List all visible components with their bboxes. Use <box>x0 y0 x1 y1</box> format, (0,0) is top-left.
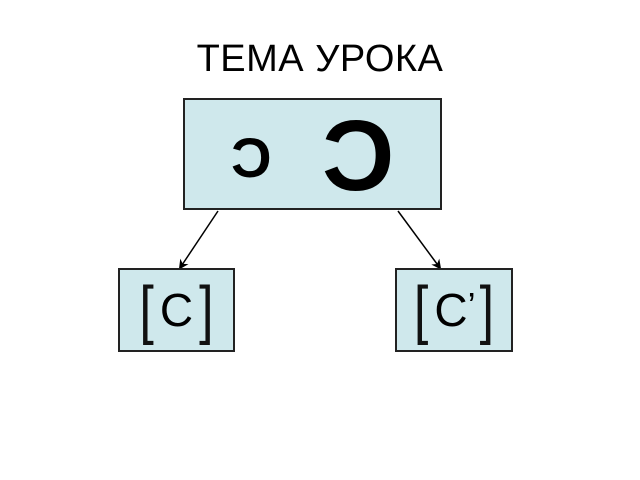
slide-title: ТЕМА УРОКА <box>196 38 444 80</box>
soft-sound-transcription: [ С ’ ] <box>397 270 511 350</box>
open-bracket: [ <box>139 273 154 347</box>
close-bracket: ] <box>199 273 214 347</box>
softness-mark: ’ <box>467 285 476 326</box>
letter-box: С С <box>183 98 442 212</box>
close-bracket: ] <box>479 273 495 347</box>
arrow-right <box>397 210 442 270</box>
soft-sound-box: [ С ’ ] <box>395 268 513 352</box>
arrow-left <box>178 210 219 270</box>
sound-letter: С <box>434 284 468 336</box>
hard-sound-transcription: [ С ] <box>120 270 233 350</box>
sound-letter: С <box>159 284 194 336</box>
hard-sound-box: [ С ] <box>118 268 235 352</box>
open-bracket: [ <box>413 273 429 347</box>
